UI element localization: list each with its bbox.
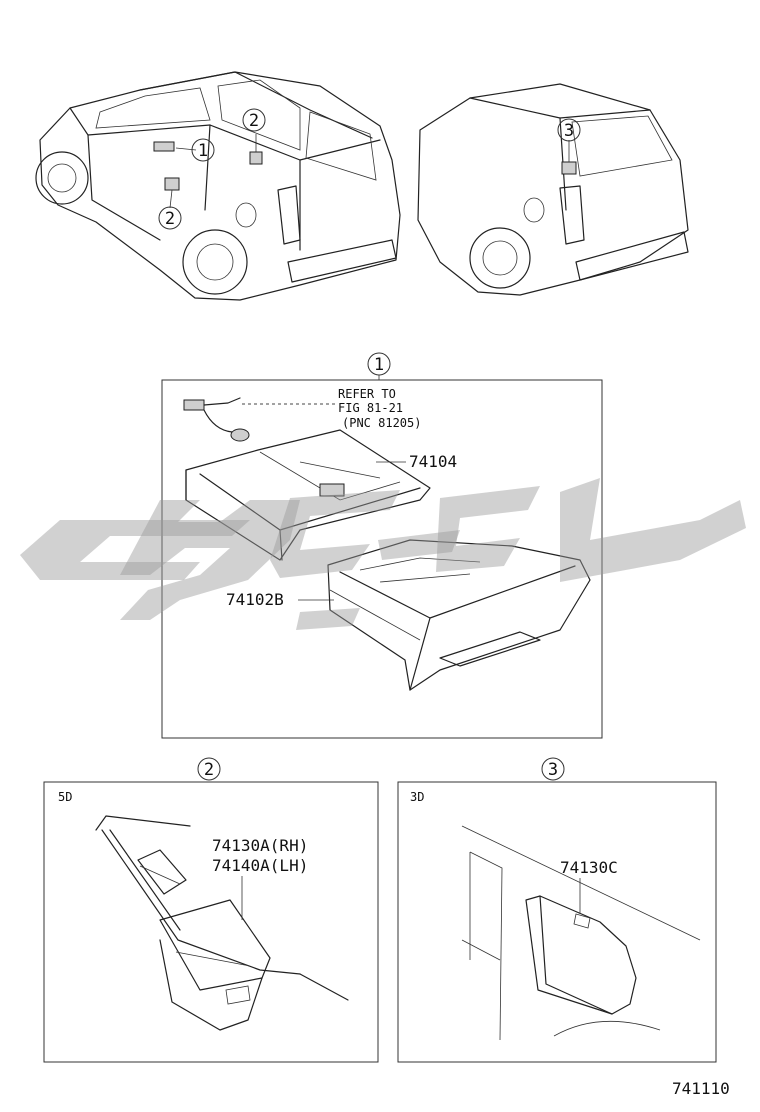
svg-text:2: 2 bbox=[249, 111, 259, 131]
section-1-callout: 1 bbox=[367, 352, 391, 380]
figure-code: 741110 bbox=[672, 1079, 730, 1098]
section-1-drawing bbox=[183, 397, 591, 691]
watermark-logo bbox=[20, 478, 746, 630]
part-label-74130c: 74130C bbox=[560, 858, 618, 914]
svg-text:3: 3 bbox=[564, 121, 574, 141]
callout-2-top-b: 2 bbox=[158, 206, 182, 230]
svg-text:74140A(LH): 74140A(LH) bbox=[212, 856, 308, 875]
svg-text:2: 2 bbox=[165, 209, 175, 229]
svg-text:3: 3 bbox=[548, 760, 558, 780]
section-3-tag: 3D bbox=[410, 790, 424, 804]
svg-text:FIG 81-21: FIG 81-21 bbox=[338, 401, 403, 415]
section-2-callout: 2 bbox=[197, 757, 221, 781]
section-3-drawing bbox=[461, 825, 701, 1041]
section-2-drawing bbox=[95, 815, 349, 1031]
part-label-74104: 74104 bbox=[376, 452, 457, 471]
svg-text:74102B: 74102B bbox=[226, 590, 284, 609]
callout-3-top: 3 bbox=[557, 118, 581, 142]
part-label-74130a-74140a: 74130A(RH) 74140A(LH) bbox=[212, 836, 308, 920]
svg-text:2: 2 bbox=[204, 760, 214, 780]
callout-2-top-a: 2 bbox=[242, 108, 266, 132]
section-1-frame bbox=[161, 379, 603, 739]
svg-text:(PNC 81205): (PNC 81205) bbox=[342, 416, 421, 430]
svg-text:REFER TO: REFER TO bbox=[338, 387, 396, 401]
section-2-tag: 5D bbox=[58, 790, 72, 804]
refer-note: REFER TO FIG 81-21 (PNC 81205) bbox=[338, 387, 421, 430]
section-3-frame bbox=[397, 781, 717, 1063]
svg-text:74130C: 74130C bbox=[560, 858, 618, 877]
section-3-callout: 3 bbox=[541, 757, 565, 781]
part-label-74102b: 74102B bbox=[226, 590, 334, 609]
section-2-frame bbox=[43, 781, 379, 1063]
svg-text:74104: 74104 bbox=[409, 452, 457, 471]
svg-text:74130A(RH): 74130A(RH) bbox=[212, 836, 308, 855]
svg-text:1: 1 bbox=[374, 355, 384, 375]
vehicle-3d-drawing bbox=[417, 83, 689, 296]
vehicle-5d-drawing bbox=[35, 71, 401, 301]
callout-1-top: 1 bbox=[191, 138, 215, 162]
svg-text:1: 1 bbox=[198, 141, 208, 161]
